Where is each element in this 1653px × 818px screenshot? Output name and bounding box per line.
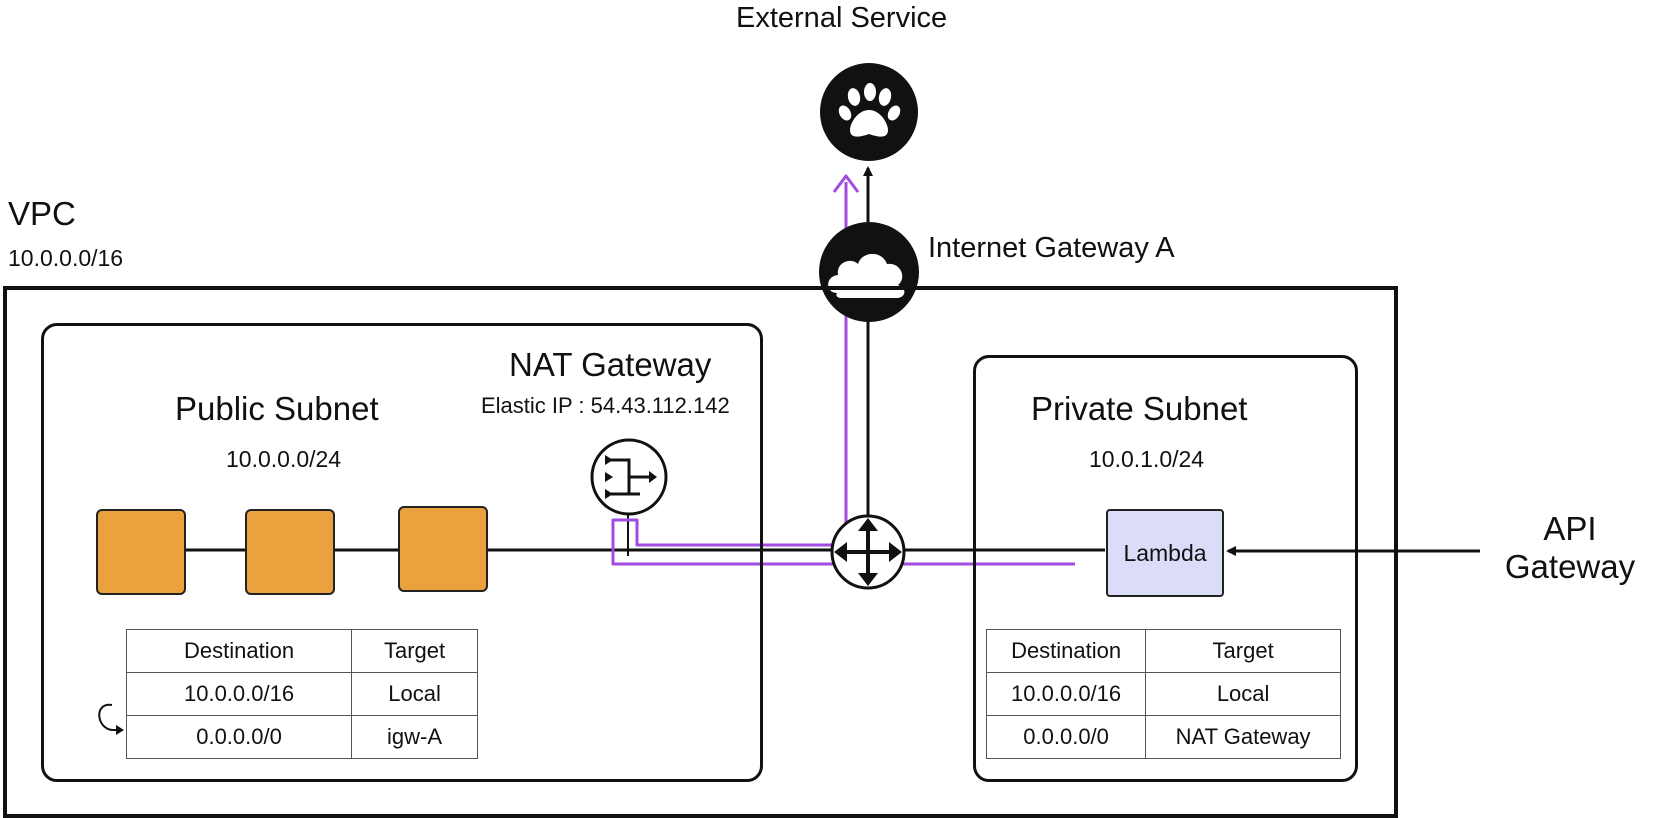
ec2-instance[interactable] bbox=[245, 509, 335, 595]
private-subnet-box bbox=[973, 355, 1358, 782]
api-gateway-line2: Gateway bbox=[1504, 548, 1636, 585]
self-loop-arrow bbox=[98, 703, 120, 731]
table-cell: Local bbox=[1145, 672, 1341, 716]
table-cell: NAT Gateway bbox=[1145, 715, 1341, 759]
table-cell: 0.0.0.0/0 bbox=[125, 715, 353, 759]
api-gateway-line1: API bbox=[1543, 510, 1597, 547]
api-gateway-label: API Gateway bbox=[1490, 510, 1650, 586]
internet-gateway-label: Internet Gateway A bbox=[928, 232, 1175, 264]
vpc-label: VPC bbox=[8, 195, 76, 232]
table-row: Destination Target bbox=[125, 629, 478, 673]
vpc-cidr: 10.0.0.0/16 bbox=[8, 245, 124, 271]
paw-icon bbox=[820, 63, 918, 161]
table-header-cell: Target bbox=[1145, 629, 1341, 673]
table-row: Destination Target bbox=[985, 629, 1341, 673]
table-cell: 10.0.0.0/16 bbox=[125, 672, 353, 716]
public-subnet-box bbox=[41, 323, 763, 782]
table-row: 10.0.0.0/16 Local bbox=[125, 672, 478, 716]
private-route-table: Destination Target 10.0.0.0/16 Local 0.0… bbox=[985, 629, 1341, 759]
nat-elastic-ip: Elastic IP : 54.43.112.142 bbox=[481, 393, 730, 418]
private-subnet-label: Private Subnet bbox=[1031, 390, 1248, 427]
public-subnet-cidr: 10.0.0.0/24 bbox=[226, 446, 342, 472]
table-cell: 0.0.0.0/0 bbox=[985, 715, 1147, 759]
lambda-function[interactable]: Lambda bbox=[1106, 509, 1224, 597]
table-header-cell: Target bbox=[351, 629, 478, 673]
public-subnet-label: Public Subnet bbox=[175, 390, 379, 427]
table-cell: igw-A bbox=[351, 715, 478, 759]
ec2-instance[interactable] bbox=[96, 509, 186, 595]
table-header-cell: Destination bbox=[985, 629, 1147, 673]
table-row: 0.0.0.0/0 NAT Gateway bbox=[985, 715, 1341, 759]
nat-gateway-label: NAT Gateway bbox=[509, 346, 712, 383]
router-icon[interactable] bbox=[829, 513, 907, 591]
public-route-table: Destination Target 10.0.0.0/16 Local 0.0… bbox=[125, 629, 478, 759]
vpc-box bbox=[3, 286, 1398, 818]
table-row: 0.0.0.0/0 igw-A bbox=[125, 715, 478, 759]
table-cell: 10.0.0.0/16 bbox=[985, 672, 1147, 716]
ec2-instance[interactable] bbox=[398, 506, 488, 592]
private-subnet-cidr: 10.0.1.0/24 bbox=[1089, 446, 1205, 472]
table-row: 10.0.0.0/16 Local bbox=[985, 672, 1341, 716]
table-header-cell: Destination bbox=[125, 629, 353, 673]
external-service-label: External Service bbox=[736, 2, 948, 34]
table-cell: Local bbox=[351, 672, 478, 716]
nat-gateway-icon[interactable] bbox=[589, 437, 669, 517]
